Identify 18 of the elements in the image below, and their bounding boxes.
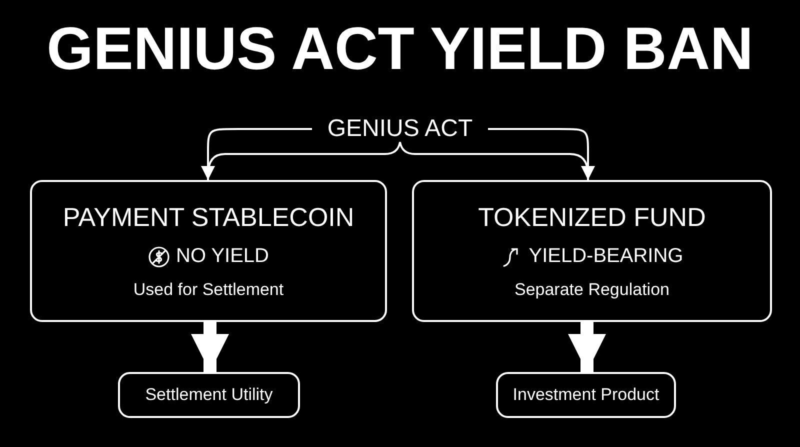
arrow: [488, 128, 595, 180]
process-box: [412, 180, 772, 322]
arrow: [201, 128, 312, 180]
node-subheading: YIELD-BEARING: [528, 245, 684, 268]
node-heading: TOKENIZED FUND: [478, 202, 706, 233]
node-heading: Investment Product: [512, 385, 660, 405]
section-heading: GENIUS ACT: [327, 115, 473, 143]
node-text: Used for Settlement: [133, 280, 284, 300]
process-box: [118, 372, 300, 418]
node-heading: PAYMENT STABLECOIN: [62, 202, 354, 233]
block-arrow: [568, 322, 606, 372]
block-arrow: [191, 322, 229, 372]
process-box: [496, 372, 676, 418]
node-heading: Settlement Utility: [145, 385, 273, 405]
node-subheading: NO YIELD: [176, 245, 269, 268]
node-text: Separate Regulation: [514, 280, 670, 300]
title: GENIUS ACT YIELD BAN: [46, 14, 754, 83]
process-box: [30, 180, 387, 322]
